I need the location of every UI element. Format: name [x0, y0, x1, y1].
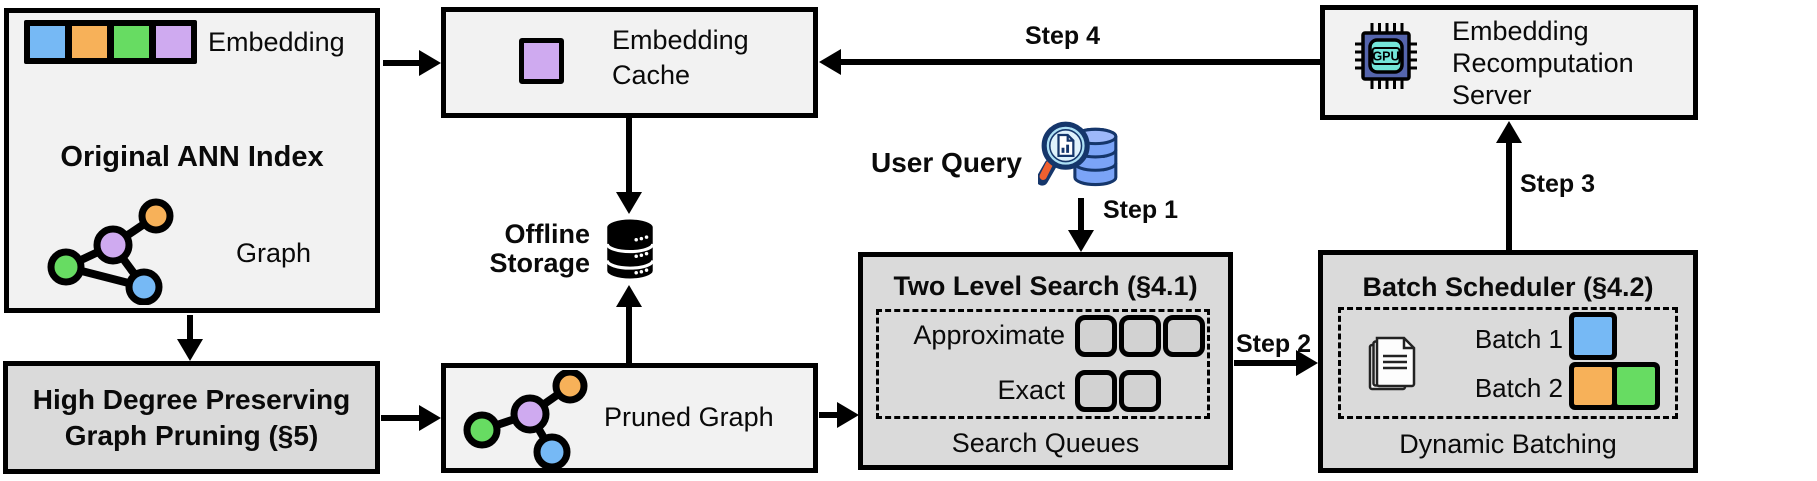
- arrow-head: [419, 50, 441, 76]
- queue-slot: [1163, 315, 1205, 357]
- original-ann-index-box: Embedding Original ANN Index Graph: [4, 8, 380, 313]
- batch1-label: Batch 1: [1474, 324, 1563, 354]
- embedding-label: Embedding: [208, 27, 345, 57]
- queue-slot: [1075, 315, 1117, 357]
- arrow-shaft: [626, 305, 632, 363]
- batch-scheduler-title: Batch Scheduler (§4.2): [1362, 272, 1654, 302]
- ann-index-title: Original ANN Index: [60, 141, 324, 173]
- user-query-icon: [1038, 121, 1118, 187]
- arrow-shaft: [1078, 198, 1084, 232]
- embedding-cell-purple: [156, 26, 191, 58]
- approximate-queue-slots: [1075, 315, 1205, 357]
- graph-pruning-title: High Degree Preserving Graph Pruning (§5…: [32, 383, 351, 451]
- arrow-shaft: [819, 412, 839, 418]
- step1-label: Step 1: [1103, 196, 1179, 224]
- two-level-search-title: Two Level Search (§4.1): [893, 271, 1198, 301]
- arrow-head: [837, 402, 859, 428]
- exact-queue-label: Exact: [997, 375, 1065, 405]
- batch2-squares: [1569, 362, 1660, 410]
- two-level-search-box: Two Level Search (§4.1) Approximate Exac…: [858, 252, 1233, 470]
- arrow-shaft: [1506, 141, 1512, 250]
- dynamic-batching-caption: Dynamic Batching: [1399, 429, 1617, 459]
- batch1-squares: [1569, 312, 1617, 360]
- embedding-cell-orange: [72, 26, 107, 58]
- step3-label: Step 3: [1520, 170, 1596, 198]
- arrow-shaft: [841, 59, 1320, 65]
- search-queues-panel: Approximate Exact: [876, 309, 1210, 419]
- arrow-head: [819, 49, 841, 75]
- arrow-shaft: [187, 315, 193, 341]
- arrow-shaft: [383, 60, 421, 66]
- gpu-chip-icon: GPU: [1355, 23, 1417, 89]
- arrow-head: [177, 339, 203, 361]
- gpu-chip-label: GPU: [1372, 50, 1399, 64]
- pruned-graph-icon: [463, 370, 588, 468]
- batch2-label: Batch 2: [1474, 373, 1563, 403]
- batch-scheduler-box: Batch Scheduler (§4.2) Batch 1 Ba: [1318, 250, 1698, 473]
- arrow-head: [419, 405, 441, 431]
- embedding-cache-title: Embedding Cache: [612, 25, 749, 90]
- approximate-queue-label: Approximate: [913, 320, 1065, 350]
- user-query-label: User Query: [871, 147, 1022, 178]
- embedding-cell-blue: [30, 26, 65, 58]
- batch2-item-orange: [1574, 367, 1612, 405]
- recomputation-server-title: Embedding Recomputation Server: [1452, 16, 1634, 110]
- arrow-shaft: [381, 415, 421, 421]
- arrow-head: [1068, 230, 1094, 252]
- arrow-shaft: [626, 118, 632, 194]
- step4-label: Step 4: [1025, 22, 1101, 50]
- embedding-cache-box: Embedding Cache: [441, 7, 818, 118]
- arrow-head: [616, 192, 642, 214]
- graph-pruning-box: High Degree Preserving Graph Pruning (§5…: [3, 361, 380, 474]
- arrow-head: [616, 285, 642, 307]
- recomputation-server-box: GPU Embedding Recomputation Server: [1320, 5, 1698, 120]
- embedding-cell-green: [114, 26, 149, 58]
- arrow-shaft: [1234, 360, 1298, 366]
- pruned-graph-label: Pruned Graph: [604, 402, 774, 432]
- step2-label: Step 2: [1236, 330, 1312, 358]
- offline-storage-icon: [605, 219, 655, 279]
- batch2-item-green: [1617, 367, 1655, 405]
- queue-slot: [1119, 315, 1161, 357]
- pruned-graph-box: Pruned Graph: [441, 363, 818, 473]
- documents-icon: [1368, 336, 1416, 391]
- batch1-item-blue: [1574, 317, 1612, 355]
- dynamic-batching-panel: Batch 1 Batch 2: [1338, 307, 1678, 419]
- offline-storage-label: Offline Storage: [489, 219, 590, 278]
- cached-embedding-icon: [519, 38, 564, 84]
- embedding-vector-icon: [24, 20, 197, 64]
- queue-slot: [1075, 370, 1117, 412]
- exact-queue-slots: [1075, 370, 1161, 412]
- search-queues-caption: Search Queues: [951, 428, 1140, 458]
- arrow-head: [1296, 350, 1318, 376]
- queue-slot: [1119, 370, 1161, 412]
- arrow-head: [1496, 121, 1522, 143]
- graph-label: Graph: [236, 238, 312, 268]
- ann-graph-icon: [47, 198, 174, 305]
